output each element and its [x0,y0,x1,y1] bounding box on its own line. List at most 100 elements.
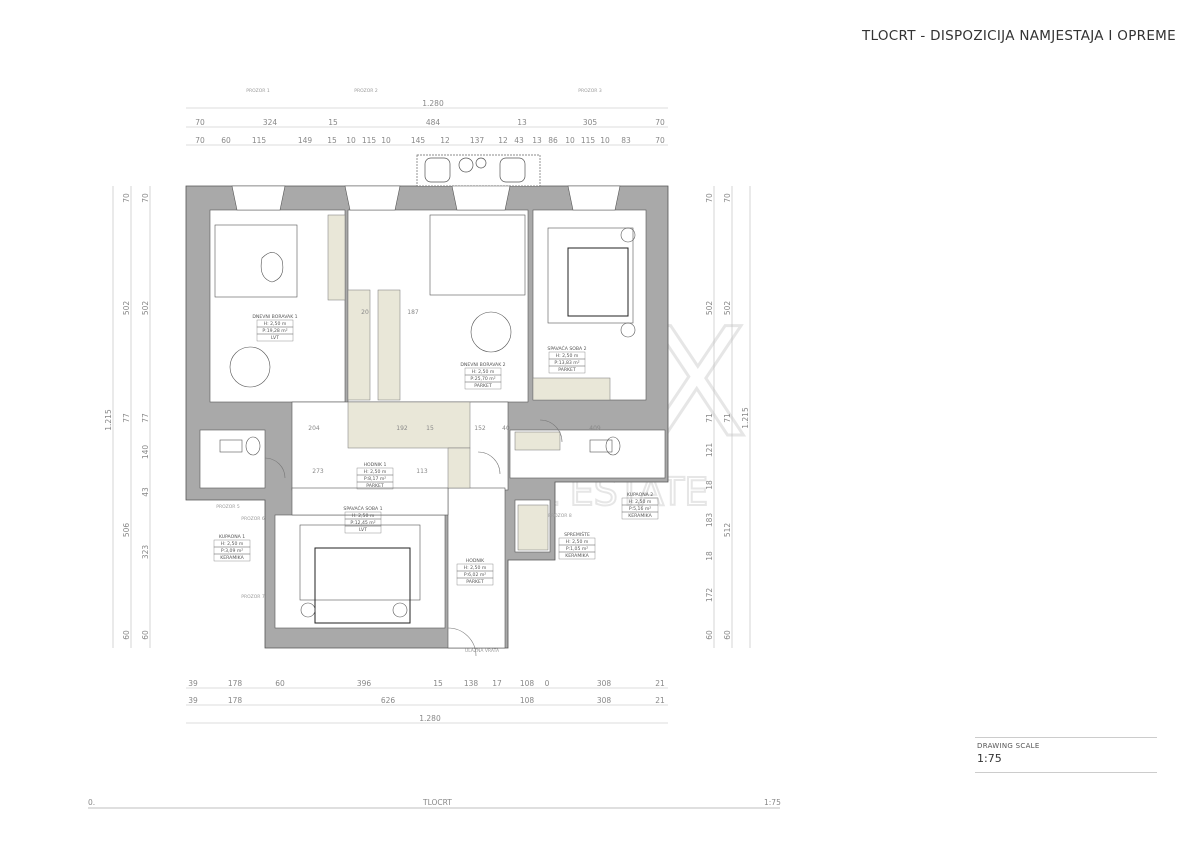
dimension-value: 17 [492,679,502,688]
dimension-value: 21 [655,679,665,688]
dimension-value: 77 [122,413,131,423]
dimension-value: 70 [723,193,732,203]
dimension-value: 140 [141,445,150,460]
inner-dimension: 273 [312,468,324,475]
toilet [605,436,621,456]
kitchen-joinery [377,289,401,401]
rug [547,227,634,324]
dimension-value: 43 [514,136,524,145]
dimension-value: 10 [600,136,610,145]
dimension-value: 145 [411,136,426,145]
dimension-value: 15 [433,679,443,688]
dimension-value: 10 [346,136,356,145]
room-floor: LVT [271,335,279,341]
room-name: SPAVAĆA SOBA 2 [547,345,586,352]
window [344,185,401,211]
room-area: P:1,05 m² [566,546,588,552]
opening-label: PROZOR 5 [216,504,240,510]
dimension-value: 502 [141,301,150,316]
drawing-scale-box: DRAWING SCALE 1:75 [975,737,1157,773]
window [231,185,286,211]
door-swing [539,419,563,443]
dimension-value: 13 [517,118,527,127]
dimension-value: 626 [381,696,396,705]
dimension-value: 121 [705,443,714,458]
dimension-value: 13 [532,136,542,145]
dimension-value: 178 [228,696,243,705]
sofa [214,224,298,298]
room-label: DNEVNI BORAVAK 2H: 2,50 mP:25,70 m²PARKE… [460,362,506,390]
dimension-value: 506 [122,523,131,538]
room-name: KUPAONA 2 [627,492,653,498]
opening-label: PROZOR 1 [246,88,270,94]
room-name: KUPAONA 1 [219,534,245,540]
dimension-value: 70 [655,118,665,127]
room-floor: PARKET [558,367,576,373]
dimension-value: 178 [228,679,243,688]
nightstand-lamp [620,322,636,338]
room-floor: KERAMIKA [220,555,244,561]
dining-table [229,346,271,388]
room-height: H: 2,50 m [464,565,487,571]
toilet [245,436,261,456]
dimension-value: 502 [705,301,714,316]
room-area: P:13,83 m² [554,360,579,366]
dimension-value: 60 [275,679,285,688]
room-name: SPREMIŠTE [564,531,590,538]
dimension-value: 308 [597,696,612,705]
room-name: SPAVAĆA SOBA 1 [343,505,382,512]
dimension-value: 15 [328,118,338,127]
door-swing [264,457,286,479]
dimension-value: 149 [298,136,313,145]
door-swing [477,451,501,475]
opening-label: PROZOR 7 [241,594,265,600]
kitchen-joinery [517,504,549,551]
nightstand-lamp [392,602,408,618]
double-bed-1 [314,547,411,624]
room-area: P:8,17 m² [364,476,386,482]
dimension-value: 70 [705,193,714,203]
inner-dimension: 40 [502,425,510,432]
dimension-value: 1.215 [104,409,113,431]
dimension-value: 18 [705,551,714,561]
dimension-value: 396 [357,679,372,688]
double-bed-2 [567,247,629,317]
dimension-value: 12 [440,136,450,145]
room-area: P:5,16 m² [629,506,651,512]
inner-dimension: 152 [474,425,486,432]
dimension-value: 115 [581,136,596,145]
room-floor [291,487,449,516]
room-area: P:3,09 m² [221,548,243,554]
kitchen-joinery [447,447,471,489]
kitchen-joinery [327,214,346,301]
dimension-value: 70 [195,118,205,127]
dimension-value: 60 [141,630,150,640]
coffee-table [260,252,284,283]
dimension-value: 60 [122,630,131,640]
opening-label: PROZOR 8 [548,513,572,519]
window [451,185,511,211]
dimension-value: 183 [705,513,714,528]
room-height: H: 2,50 m [556,353,579,359]
room-floor: PARKET [466,579,484,585]
dimension-value: 39 [188,679,198,688]
dimension-value: 12 [498,136,508,145]
dimension-value: 108 [520,696,535,705]
dimension-value: 60 [705,630,714,640]
kitchen-joinery [347,401,471,449]
dimension-value: 1.280 [419,714,441,723]
room-height: H: 2,50 m [566,539,589,545]
opening-label: PROZOR 6 [241,516,265,522]
dimension-value: 60 [723,630,732,640]
dimension-value: 324 [263,118,278,127]
room-height: H: 2,50 m [629,499,652,505]
dimension-value: 60 [221,136,231,145]
dimension-value: 77 [141,413,150,423]
kitchen-joinery [514,431,561,451]
dimension-value: 71 [723,413,732,423]
